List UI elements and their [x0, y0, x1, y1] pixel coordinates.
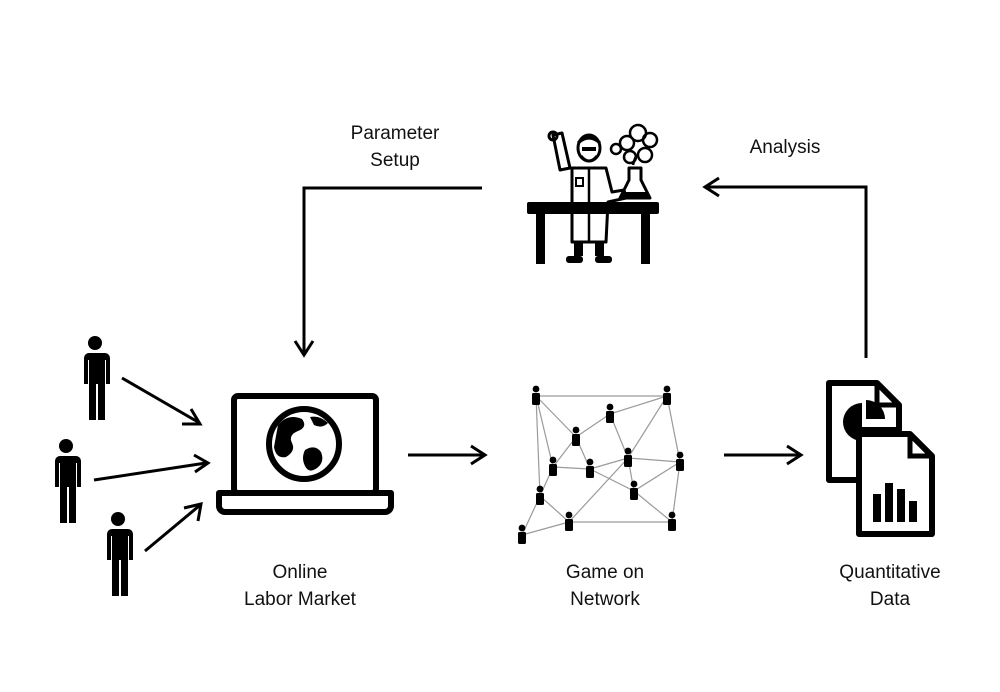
network-graph-icon — [518, 385, 684, 544]
quantitative-data-label: Quantitative Data — [839, 562, 941, 610]
online-labor-market-label: Online Labor Market — [244, 562, 356, 610]
parameter-setup-label: Parameter Setup — [350, 123, 440, 171]
parameter-setup-arrow — [293, 186, 482, 358]
flow-arrow-1 — [408, 444, 488, 466]
analysis-label: Analysis — [749, 137, 821, 158]
laptop-globe-icon — [216, 393, 394, 515]
game-on-network-label: Game on Network — [565, 562, 645, 610]
person-icon — [84, 336, 110, 420]
analysis-arrow — [702, 176, 868, 358]
flow-arrow-2 — [724, 444, 804, 466]
person-icon — [55, 439, 81, 523]
scientist-icon — [527, 123, 659, 264]
person-icon — [107, 512, 133, 596]
worker-arrows — [93, 376, 211, 553]
document-charts-icon — [826, 380, 935, 537]
